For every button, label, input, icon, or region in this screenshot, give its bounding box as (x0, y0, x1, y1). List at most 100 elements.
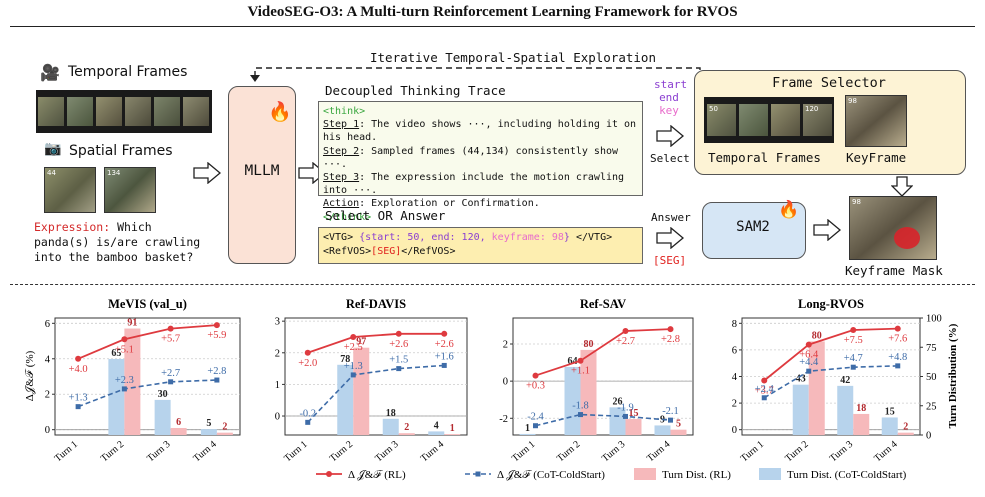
rl-point (850, 326, 857, 333)
y-tick-label: 0 (45, 425, 50, 436)
thinking-step: Step 1: The video shows ···, including h… (323, 118, 638, 144)
legend-label: Δ 𝒥&ℱ (CoT-ColdStart) (497, 469, 605, 481)
seg-token: [SEG] (371, 246, 402, 257)
bar-cot (428, 431, 445, 435)
title-rule (10, 26, 975, 27)
thinking-trace-box: <think> Step 1: The video shows ···, inc… (318, 101, 643, 223)
step-text: : Sampled frames (44,134) consistently s… (323, 145, 619, 170)
rl-line (535, 328, 671, 377)
rl-point-label: +7.5 (844, 335, 863, 346)
temporal-filmstrip (36, 90, 212, 133)
rl-point-label: +5.7 (161, 334, 180, 345)
bar-rl (444, 434, 461, 435)
rl-point (441, 330, 448, 337)
bar-label-rl: 15 (629, 408, 639, 419)
y-tick-label: -2 (499, 414, 508, 425)
fire-icon: 🔥 (778, 200, 800, 220)
cot-point-label: +2.4 (755, 384, 775, 395)
y-tick-label: 6 (45, 319, 50, 330)
refvos-close-tag: </RefVOS> (401, 246, 456, 257)
y-axis-title-right: Turn Distribution (%) (947, 323, 959, 428)
exploration-loop-arrow (250, 67, 701, 82)
rl-point-label: +3.7 (755, 385, 774, 396)
y-tick-label: 6 (732, 345, 737, 356)
cot-point-label: +1.6 (435, 351, 454, 362)
keyframe-image: 98 (845, 95, 907, 147)
arrow-to-mllm (193, 162, 222, 184)
refvos-open-tag: <RefVOS> (323, 246, 372, 257)
cot-point-label: +4.8 (888, 352, 907, 363)
selected-frame-number: 50 (709, 105, 718, 113)
end-value: 120 (461, 232, 480, 243)
expression-label: Expression: (34, 220, 111, 234)
legend: Δ 𝒥&ℱ (RL)Δ 𝒥&ℱ (CoT-ColdStart)Turn Dist… (316, 468, 907, 481)
start-label: start (654, 78, 688, 91)
keyframe-value: 98 (551, 232, 564, 243)
sam2-box (702, 202, 806, 259)
bar-label-rl: 5 (676, 419, 681, 430)
legend-rl-bar-swatch (634, 468, 656, 480)
right-tick-label: 50 (926, 372, 937, 383)
expression-block: Expression: Which panda(s) is/are crawli… (34, 220, 209, 265)
cot-point (121, 386, 127, 392)
rl-point (805, 341, 812, 348)
y-tick-label: 0 (503, 377, 508, 388)
y-tick-label: 8 (732, 319, 737, 330)
bar-cot (519, 433, 536, 435)
y-tick-label: 0 (275, 412, 280, 423)
cot-point-label: +2.3 (115, 375, 134, 386)
camera-icon: 🎥 (40, 63, 60, 82)
x-tick-label: Turn 4 (645, 439, 672, 465)
thinking-step: Step 2: Sampled frames (44,134) consiste… (323, 145, 638, 171)
y-tick-label: 0 (732, 425, 737, 436)
step-label: Step 3 (323, 172, 360, 184)
cot-point (668, 417, 673, 423)
arrow-to-mask (891, 176, 913, 197)
end-label: end (659, 91, 679, 104)
rl-line (77, 324, 217, 360)
sek-labels: start end key (654, 78, 688, 117)
cot-line (535, 413, 671, 427)
rl-line (307, 332, 445, 354)
mask-frame-number: 98 (852, 198, 861, 206)
cot-point (806, 368, 812, 374)
bar-cot (837, 385, 854, 435)
cot-point-label: +2.8 (207, 366, 226, 377)
mllm-label: MLLM (244, 163, 280, 179)
rl-point (304, 349, 311, 356)
sam2-label: SAM2 (736, 219, 770, 235)
keyframe-number: 98 (848, 97, 857, 105)
cot-point (305, 419, 311, 425)
cot-point (761, 395, 767, 401)
figure-title: VideoSEG-O3: A Multi-turn Reinforcement … (247, 4, 738, 20)
bar-rl (897, 432, 914, 435)
right-tick-label: 0 (926, 431, 931, 442)
y-axis-title-left: Δ𝒥&ℱ (%) (24, 350, 36, 401)
rl-point-label: +7.6 (888, 334, 907, 345)
end-key: end: (431, 232, 456, 243)
spatial-frame-2: 134 (104, 167, 156, 213)
spatial-frame-1: 44 (44, 167, 96, 213)
bar-cot (881, 417, 898, 435)
selected-frame (739, 104, 768, 136)
chart-title: Ref-SAV (580, 297, 626, 311)
selector-keyframe-label: KeyFrame (846, 150, 907, 165)
cot-point (623, 413, 628, 419)
expression-text: Which panda(s) is/are crawling into the … (34, 220, 201, 264)
y-tick-label: 1 (275, 380, 280, 391)
rl-point (395, 330, 402, 337)
pipeline-diagram: Iterative Temporal-Spatial Exploration 🎥… (0, 30, 985, 285)
chart-title: MeVIS (val_u) (108, 297, 187, 311)
cot-point (75, 404, 81, 410)
rl-point (577, 357, 584, 364)
rl-point (213, 322, 220, 329)
y-tick-label: 3 (275, 317, 280, 328)
bar-label-rl: 18 (856, 403, 866, 414)
bar-label-cot: 1 (525, 423, 530, 434)
bar-cot (654, 425, 671, 435)
step-label: Step 2 (323, 145, 360, 157)
bar-cot (382, 418, 399, 435)
answer-box: <VTG> {start: 50, end: 120, keyframe: 98… (318, 227, 643, 264)
